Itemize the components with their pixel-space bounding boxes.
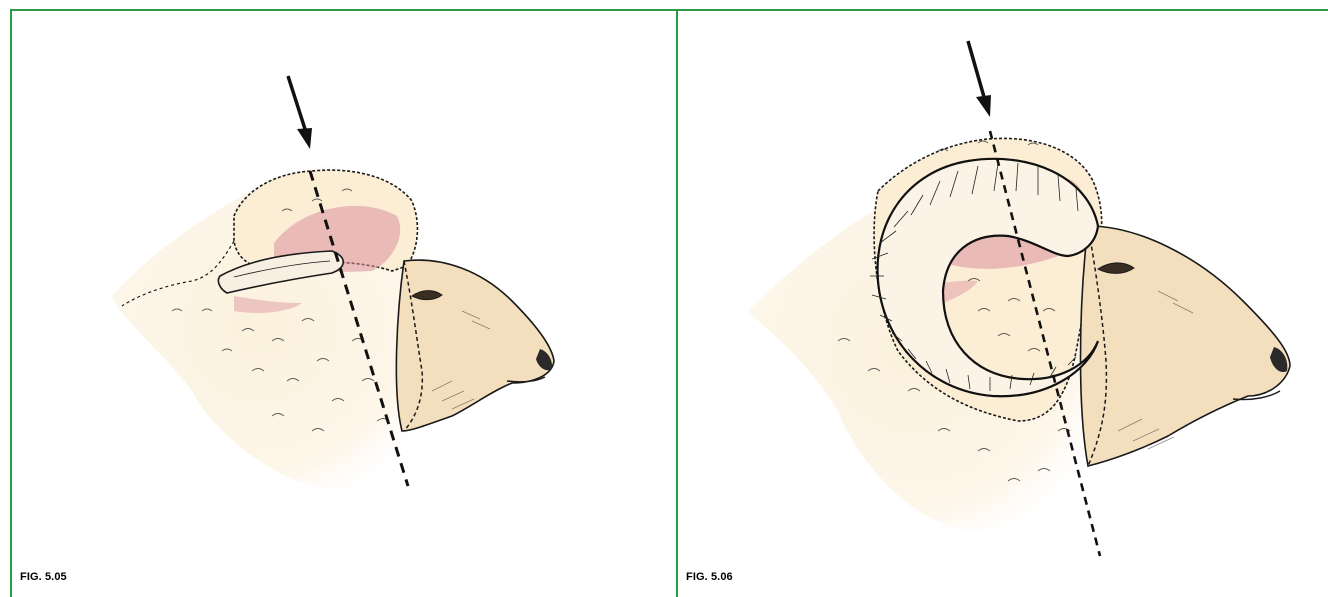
ram-head-illustration — [678, 11, 1328, 597]
figure-panel-5-06: FIG. 5.06 — [678, 11, 1328, 597]
arrow-icon — [968, 41, 991, 117]
face — [1081, 226, 1291, 466]
sheep-head-illustration — [12, 11, 676, 597]
figure-caption: FIG. 5.06 — [686, 571, 733, 583]
figure-panel-5-05: FIG. 5.05 — [12, 11, 676, 597]
face — [396, 260, 554, 431]
figure-caption: FIG. 5.05 — [20, 571, 67, 583]
arrow-icon — [288, 76, 312, 149]
